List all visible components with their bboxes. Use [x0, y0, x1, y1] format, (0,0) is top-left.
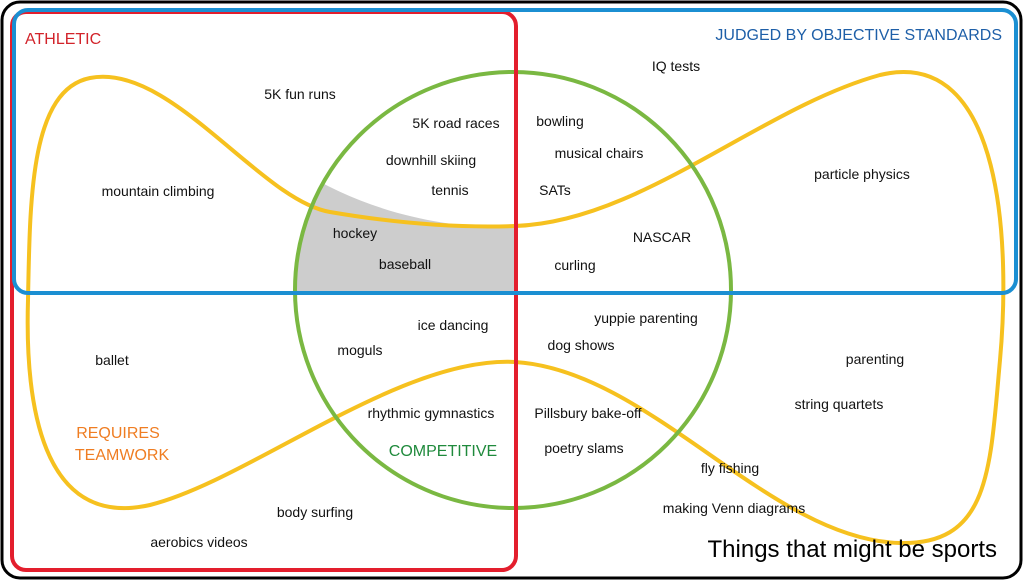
item-particle-physics: particle physics: [814, 166, 910, 182]
item-making-venn-diagrams: making Venn diagrams: [663, 500, 805, 516]
item-downhill-skiing: downhill skiing: [386, 152, 476, 168]
item-ballet: ballet: [95, 352, 129, 368]
item-bowling: bowling: [536, 113, 583, 129]
objective-set-outline: [12, 8, 1018, 295]
item-nascar: NASCAR: [633, 229, 691, 245]
item-dog-shows: dog shows: [548, 337, 615, 353]
item-5k-road-races: 5K road races: [412, 115, 499, 131]
item-iq-tests: IQ tests: [652, 58, 700, 74]
diagram-title: Things that might be sports: [708, 536, 997, 563]
intersection-shading: [295, 130, 516, 292]
competitive-label: COMPETITIVE: [389, 443, 497, 460]
item-tennis: tennis: [431, 182, 468, 198]
competitive-set-outline: [293, 70, 733, 510]
item-yuppie-parenting: yuppie parenting: [594, 310, 698, 326]
objective-label: JUDGED BY OBJECTIVE STANDARDS: [715, 27, 1002, 44]
item-musical-chairs: musical chairs: [555, 145, 644, 161]
teamwork-label-line1: REQUIRES: [76, 425, 160, 442]
teamwork-set-outline: [25, 70, 1006, 546]
item-pillsbury-bake-off: Pillsbury bake-off: [534, 405, 641, 421]
item-body-surfing: body surfing: [277, 504, 353, 520]
item-aerobics-videos: aerobics videos: [150, 534, 247, 550]
athletic-label: ATHLETIC: [25, 31, 101, 48]
item-mountain-climbing: mountain climbing: [102, 183, 215, 199]
item-curling: curling: [554, 257, 595, 273]
item-poetry-slams: poetry slams: [544, 440, 623, 456]
item-fly-fishing: fly fishing: [701, 460, 759, 476]
item-rhythmic-gymnastics: rhythmic gymnastics: [368, 405, 495, 421]
item-moguls: moguls: [337, 342, 382, 358]
item-string-quartets: string quartets: [795, 396, 884, 412]
item-5k-fun-runs: 5K fun runs: [264, 86, 336, 102]
item-baseball: baseball: [379, 256, 431, 272]
item-parenting: parenting: [846, 351, 904, 367]
item-ice-dancing: ice dancing: [418, 317, 489, 333]
item-hockey: hockey: [333, 225, 377, 241]
item-sats: SATs: [539, 182, 571, 198]
teamwork-label-line2: TEAMWORK: [75, 447, 170, 464]
